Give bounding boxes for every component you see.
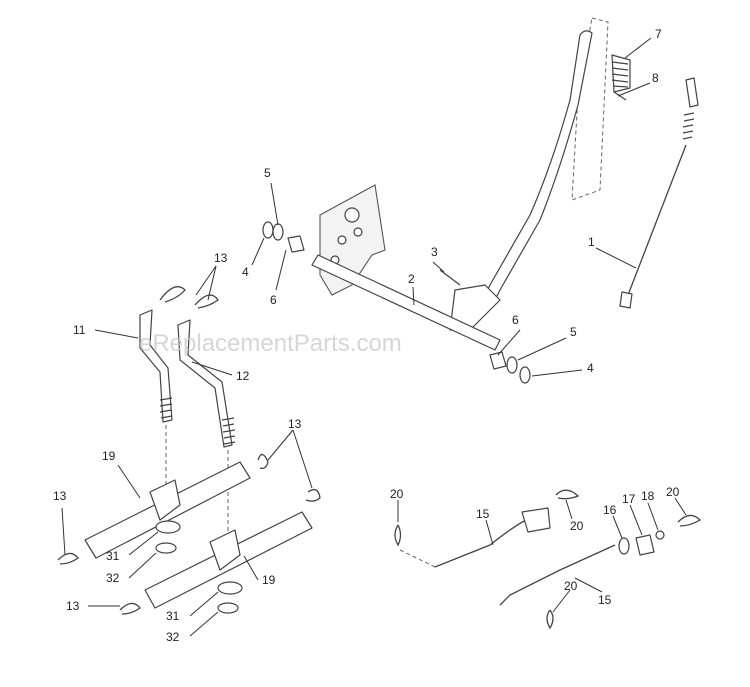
washer-4-right xyxy=(519,366,531,384)
callout-7: 7 xyxy=(655,27,662,41)
release-rod-knob xyxy=(685,77,699,108)
callout-4: 4 xyxy=(587,361,594,375)
callout-32: 32 xyxy=(106,571,120,585)
clip-20 xyxy=(394,524,402,547)
callout-6: 6 xyxy=(512,313,519,327)
adjuster-nut-18 xyxy=(655,530,665,540)
lift-arm-11-thread xyxy=(159,397,173,419)
hairpin-clip-13 xyxy=(57,552,79,565)
hairpin-clip-13 xyxy=(257,453,269,470)
callout-13: 13 xyxy=(66,599,80,613)
lift-arm-12-thread xyxy=(221,417,236,445)
grip-spring xyxy=(611,61,629,101)
release-rod-end xyxy=(619,291,633,309)
plate-hole xyxy=(337,235,347,245)
adjuster-rod-15-upper-block xyxy=(521,507,551,533)
washer-31-upper xyxy=(155,520,181,534)
callout-11: 11 xyxy=(73,323,86,337)
callout-3: 3 xyxy=(431,245,438,259)
hairpin-clip-13 xyxy=(119,602,141,615)
callout-2: 2 xyxy=(408,272,415,286)
hairpin-clip-13 xyxy=(159,286,186,303)
callout-19: 19 xyxy=(262,573,276,587)
washer-32-lower xyxy=(217,602,239,614)
callout-19: 19 xyxy=(102,449,116,463)
lift-arm-12 xyxy=(177,319,233,448)
adjuster-rod-15-upper xyxy=(434,517,531,568)
bushing-6-left xyxy=(287,235,305,253)
clip-20 xyxy=(546,609,554,630)
callout-32: 32 xyxy=(166,630,180,644)
callout-5: 5 xyxy=(570,325,577,339)
plate-hole xyxy=(353,227,363,237)
release-rod-spring xyxy=(682,112,695,140)
adjuster-rod-15-dash xyxy=(399,549,436,568)
callout-13: 13 xyxy=(53,489,67,503)
callout-18: 18 xyxy=(641,489,655,503)
washer-31-lower xyxy=(217,581,243,595)
lift-lever xyxy=(484,30,593,301)
callout-20: 20 xyxy=(666,485,680,499)
release-rod xyxy=(627,144,687,296)
plate-hole xyxy=(344,207,360,223)
lift-link-19-lower-hub xyxy=(209,529,241,571)
adjuster-block-17 xyxy=(635,534,655,556)
washer-4-left xyxy=(262,221,274,239)
washer-5-left xyxy=(272,223,284,241)
washer-32-upper xyxy=(155,542,177,554)
bushing-6-right xyxy=(489,351,507,370)
hairpin-clip-13 xyxy=(194,294,219,309)
callout-15: 15 xyxy=(476,507,490,521)
adjuster-rod-15-lower xyxy=(499,544,616,606)
callout-4: 4 xyxy=(242,265,249,279)
callout-13: 13 xyxy=(288,417,302,431)
callout-17: 17 xyxy=(622,492,636,506)
callout-20: 20 xyxy=(390,487,404,501)
cross-shaft xyxy=(311,254,501,351)
hairpin-clip-13 xyxy=(305,488,321,502)
callout-1: 1 xyxy=(588,235,595,249)
leader-lines xyxy=(61,37,687,637)
clip-20 xyxy=(677,514,702,527)
callout-6: 6 xyxy=(270,293,277,307)
lift-link-19-upper-hub xyxy=(149,479,181,521)
callout-15: 15 xyxy=(598,593,612,607)
callout-8: 8 xyxy=(652,71,659,85)
adjuster-washer-16 xyxy=(618,537,630,555)
watermark: eReplacementParts.com xyxy=(139,330,402,357)
callout-31: 31 xyxy=(106,549,120,563)
callout-31: 31 xyxy=(166,609,180,623)
pin-3 xyxy=(439,269,461,286)
clip-20 xyxy=(555,489,580,500)
callout-5: 5 xyxy=(264,166,271,180)
callout-20: 20 xyxy=(570,519,584,533)
callout-13: 13 xyxy=(214,251,228,265)
callout-16: 16 xyxy=(603,503,617,517)
lift-arm-11 xyxy=(139,309,173,423)
callout-20: 20 xyxy=(564,579,578,593)
callout-12: 12 xyxy=(236,369,250,383)
washer-5-right xyxy=(506,356,518,374)
